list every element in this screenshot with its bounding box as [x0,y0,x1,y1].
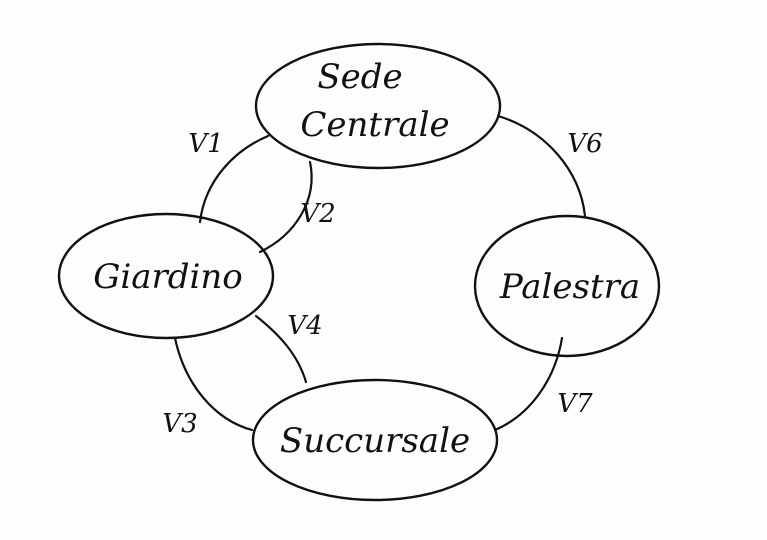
node-giardino-label: Giardino [93,257,243,297]
node-sede-centrale-label-line2: Centrale [300,105,449,145]
node-palestra: Palestra [473,214,661,358]
edge-label-v1: V1 [188,129,223,159]
edge-v6 [496,114,587,218]
node-palestra-label: Palestra [499,267,640,307]
edge-v1 [198,134,270,224]
node-succursale-label: Succursale [280,421,470,461]
edge-v3 [173,336,254,432]
edge-label-v7: V7 [557,389,593,419]
node-succursale: Succursale [251,378,499,502]
node-giardino: Giardino [57,212,275,340]
edge-v7 [493,336,564,432]
edge-v2 [258,160,313,254]
edge-label-v3: V3 [162,409,197,439]
edge-label-v4: V4 [287,311,322,341]
node-sede-centrale: Sede Centrale [254,42,502,170]
node-sede-centrale-label-line1: Sede [317,57,402,97]
edge-label-v2: V2 [300,199,335,229]
edge-v4 [254,314,308,384]
edge-label-v6: V6 [567,129,602,159]
